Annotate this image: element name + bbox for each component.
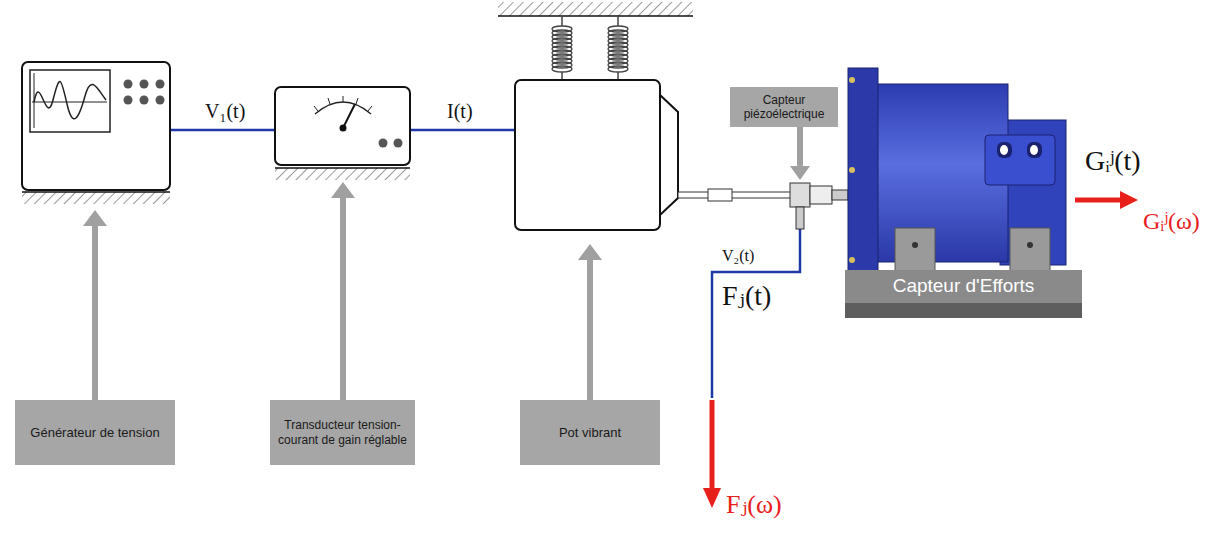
motor — [1027, 242, 1033, 248]
suspension-spring — [552, 66, 572, 72]
voltage-generator — [124, 96, 133, 105]
voltage-generator — [32, 102, 107, 103]
motor — [912, 242, 918, 248]
current-transducer — [356, 98, 358, 104]
output-arrow — [710, 400, 715, 492]
spectrum-name: Fⱼ(ω) — [726, 490, 782, 520]
motor — [1000, 145, 1008, 155]
callout-box: Transducteur tension-courant de gain rég… — [270, 400, 415, 465]
callout-box: Pot vibrant — [520, 400, 660, 465]
motor — [848, 68, 1066, 272]
voltage-generator — [140, 80, 149, 89]
pointer-arrow — [340, 196, 346, 400]
suspension-spring — [561, 16, 563, 26]
motor — [849, 167, 855, 173]
voltage-generator — [22, 191, 170, 193]
current-transducer — [343, 96, 344, 102]
shaker — [515, 80, 678, 230]
piezo-sensor — [810, 186, 832, 204]
current-transducer — [368, 106, 372, 111]
pointer-arrow — [790, 166, 810, 180]
ceiling — [498, 2, 693, 16]
current-transducer — [379, 139, 388, 148]
node-text: Pot vibrant — [559, 425, 621, 441]
suspension-spring — [617, 16, 619, 26]
node-text: Transducteur tension-courant de gain rég… — [276, 418, 409, 447]
output-arrow — [703, 191, 1138, 508]
motor — [849, 257, 855, 263]
piezo-sensor — [790, 183, 810, 207]
signal-name: I(t) — [447, 100, 473, 123]
motor — [1010, 228, 1050, 272]
motor — [849, 77, 855, 83]
motor — [1027, 142, 1042, 158]
piezo-sensor — [832, 190, 848, 200]
current-transducer — [275, 167, 410, 169]
voltage-generator — [156, 80, 165, 89]
ceiling — [498, 15, 693, 17]
current-transducer — [328, 98, 330, 104]
pointer-arrow — [587, 258, 593, 400]
output-arrow — [1120, 191, 1138, 209]
motor — [997, 142, 1012, 158]
signal-wire — [170, 130, 800, 398]
callout-box: Générateur de tension — [15, 400, 175, 465]
pointer-arrow — [578, 244, 602, 260]
suspension-spring — [561, 72, 563, 80]
signal-name: Fⱼ(t) — [722, 280, 771, 312]
spectrum-name: Gᵢʲ(ω) — [1143, 208, 1200, 236]
motor — [1030, 145, 1038, 155]
signal-name: Gᵢʲ(t) — [1085, 145, 1141, 177]
motor — [895, 228, 935, 272]
suspension-spring — [617, 72, 619, 80]
motor — [848, 68, 878, 272]
current-transducer — [275, 87, 410, 165]
voltage-generator — [34, 82, 106, 119]
voltage-generator — [124, 80, 133, 89]
signal-wire — [712, 229, 800, 398]
suspension-spring — [608, 66, 628, 72]
current-transducer — [394, 139, 403, 148]
signal-name: V₂(t) — [722, 247, 754, 265]
ceiling — [498, 2, 693, 16]
shaker — [660, 95, 678, 215]
signal-wire — [410, 129, 515, 132]
motor — [985, 135, 1055, 185]
stinger-rod — [678, 192, 792, 198]
piezo-sensor — [796, 207, 804, 229]
stinger-rod — [708, 189, 732, 201]
node-text: Générateur de tension — [30, 425, 159, 441]
piezo-sensor — [790, 183, 848, 229]
current-transducer — [275, 168, 410, 180]
signal-name: V₁(t) — [205, 100, 245, 123]
voltage-generator — [22, 62, 170, 190]
node-text: Capteur d'Efforts — [893, 275, 1035, 298]
pointer-arrow — [83, 127, 810, 400]
output-arrow — [703, 488, 721, 508]
pointer-arrow — [331, 182, 355, 198]
current-transducer — [314, 106, 318, 111]
suspension-spring — [552, 16, 628, 80]
current-transducer — [275, 87, 410, 180]
pointer-arrow — [83, 210, 107, 226]
shaker — [515, 80, 660, 230]
current-transducer — [315, 102, 371, 114]
voltage-generator — [22, 62, 170, 204]
output-arrow — [1075, 198, 1124, 203]
node-text: Capteur piézoélectrique — [736, 93, 832, 122]
voltage-generator — [140, 96, 149, 105]
voltage-generator — [156, 96, 165, 105]
pointer-arrow — [797, 127, 803, 168]
stinger-rod — [678, 189, 792, 201]
current-transducer — [340, 125, 347, 132]
signal-wire — [170, 129, 275, 132]
callout-box: Capteur piézoélectrique — [730, 87, 838, 127]
pointer-arrow — [92, 224, 98, 400]
current-transducer — [343, 104, 355, 128]
voltage-generator — [30, 70, 110, 132]
force-plate-label: Capteur d'Efforts — [845, 270, 1082, 303]
voltage-generator — [22, 192, 170, 204]
